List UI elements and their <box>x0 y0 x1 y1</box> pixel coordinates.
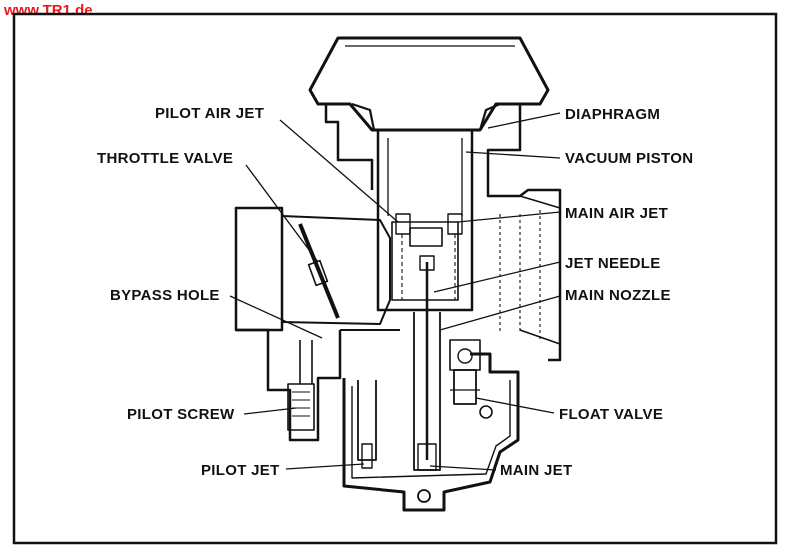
label-vacuum-piston: VACUUM PISTON <box>565 150 693 167</box>
leader-pilot-air-jet <box>279 119 399 223</box>
label-jet-needle: JET NEEDLE <box>565 255 661 272</box>
leader-lines <box>229 112 561 471</box>
leader-pilot-jet <box>285 463 365 470</box>
callout-labels: PILOT AIR JET THROTTLE VALVE BYPASS HOLE… <box>97 105 693 479</box>
leader-main-nozzle <box>439 295 561 331</box>
leader-main-jet <box>429 465 497 471</box>
label-float-valve: FLOAT VALVE <box>559 406 663 423</box>
label-diaphragm: DIAPHRAGM <box>565 106 660 123</box>
label-pilot-air-jet: PILOT AIR JET <box>155 105 264 122</box>
label-main-nozzle: MAIN NOZZLE <box>565 287 671 304</box>
label-main-air-jet: MAIN AIR JET <box>565 205 668 222</box>
leader-float-valve <box>475 397 555 414</box>
leader-bypass-hole <box>229 295 323 339</box>
label-main-jet: MAIN JET <box>500 462 572 479</box>
leader-main-air-jet <box>457 211 561 223</box>
label-throttle-valve: THROTTLE VALVE <box>97 150 233 167</box>
carburetor-body <box>234 36 562 512</box>
label-pilot-screw: PILOT SCREW <box>127 406 235 423</box>
diagram-frame <box>12 12 778 545</box>
leader-pilot-screw <box>243 407 297 415</box>
leader-throttle-valve <box>245 164 319 263</box>
label-pilot-jet: PILOT JET <box>201 462 280 479</box>
leader-diaphragm <box>487 112 561 129</box>
label-bypass-hole: BYPASS HOLE <box>110 287 220 304</box>
leader-jet-needle <box>433 261 561 293</box>
leader-vacuum-piston <box>465 151 561 159</box>
